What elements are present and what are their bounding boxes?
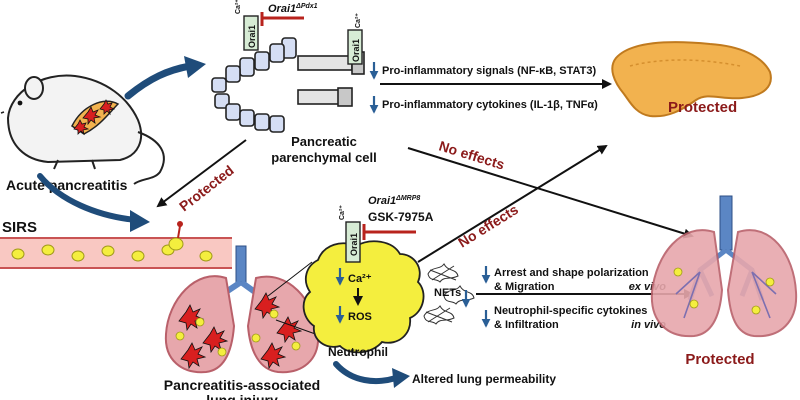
orai1-pdx1-knockout: Orai1ΔPdx1 — [268, 3, 318, 15]
curve-arrowhead-to-cell — [184, 56, 206, 78]
blood-vessel — [0, 221, 232, 269]
ca-label-parenchymal-2: Ca²⁺ — [355, 13, 362, 28]
pancreas-illustration — [611, 41, 772, 118]
mouse-label: Acute pancreatitis — [6, 177, 128, 193]
orai1-channel-label-2: Orai1 — [351, 39, 361, 62]
effect-1b-text: & Migration — [494, 281, 555, 293]
healthy-lung-protected: Protected — [685, 351, 754, 368]
acinar-cell-cluster — [211, 37, 365, 133]
lung-injury-label-1: Pancreatitis-associated — [164, 377, 320, 393]
effect-2b-text: & Infiltration — [494, 319, 559, 331]
ca-inside-label: Ca²⁺ — [348, 273, 372, 285]
signal-1-text: Pro-inflammatory signals (NF-κB, STAT3) — [382, 65, 596, 77]
arrow-cell-to-healthy-lung — [407, 147, 694, 239]
neutrophil-label: Neutrophil — [328, 345, 388, 359]
pancreas-texture — [629, 59, 741, 67]
signal-2-text: Pro-inflammatory cytokines (IL-1β, TNFα) — [382, 99, 598, 111]
neutrophil-cell — [302, 240, 425, 354]
orai1-channel-neutrophil — [345, 221, 361, 263]
effect-2b-note: in vivo — [631, 319, 666, 331]
mouse-illustration — [0, 74, 165, 185]
effect-2a-text: Neutrophil-specific cytokines — [494, 305, 647, 317]
gsk-inhibitor-label: GSK-7975A — [368, 210, 434, 224]
nets-label: NETs — [434, 287, 461, 299]
curve-arrowhead-to-vessel — [130, 210, 150, 232]
orai1-channel-label: Orai1 — [247, 25, 257, 48]
ca-label-parenchymal-1: Ca²⁺ — [235, 0, 242, 14]
curve-arrow-to-cell — [124, 62, 194, 100]
pancreas-protected: Protected — [668, 99, 737, 116]
curve-arrow-permeability — [333, 361, 399, 385]
permeability-text: Altered lung permeability — [412, 372, 556, 386]
orai1-channel-parenchymal-2 — [347, 29, 363, 65]
curve-arrow-to-vessel — [37, 173, 139, 223]
arrow-cell-to-lung-injury — [156, 139, 247, 208]
injured-lung-illustration — [164, 245, 367, 374]
sirs-label: SIRS — [2, 219, 37, 236]
healthy-lung-illustration — [650, 195, 798, 338]
cell-label-line2: parenchymal cell — [271, 150, 377, 165]
orai1-channel-parenchymal-1 — [243, 15, 259, 51]
no-effects-2: No effects — [455, 201, 521, 251]
effect-1a-text: Arrest and shape polarization — [494, 267, 649, 279]
lung-injury-label-2: lung injury — [206, 392, 278, 400]
curve-arrowhead-permeability — [392, 368, 410, 388]
ros-label: ROS — [348, 311, 372, 323]
orai1-mrp8-knockout: Orai1ΔMRP8 — [368, 195, 420, 207]
orai1-channel-neutrophil-label: Orai1 — [349, 233, 359, 256]
arrow-neutrophil-to-pancreas — [417, 144, 608, 263]
ca-label-neutrophil-outside: Ca²⁺ — [339, 205, 346, 220]
cell-label-line1: Pancreatic — [291, 134, 357, 149]
nets-illustration — [423, 263, 475, 325]
